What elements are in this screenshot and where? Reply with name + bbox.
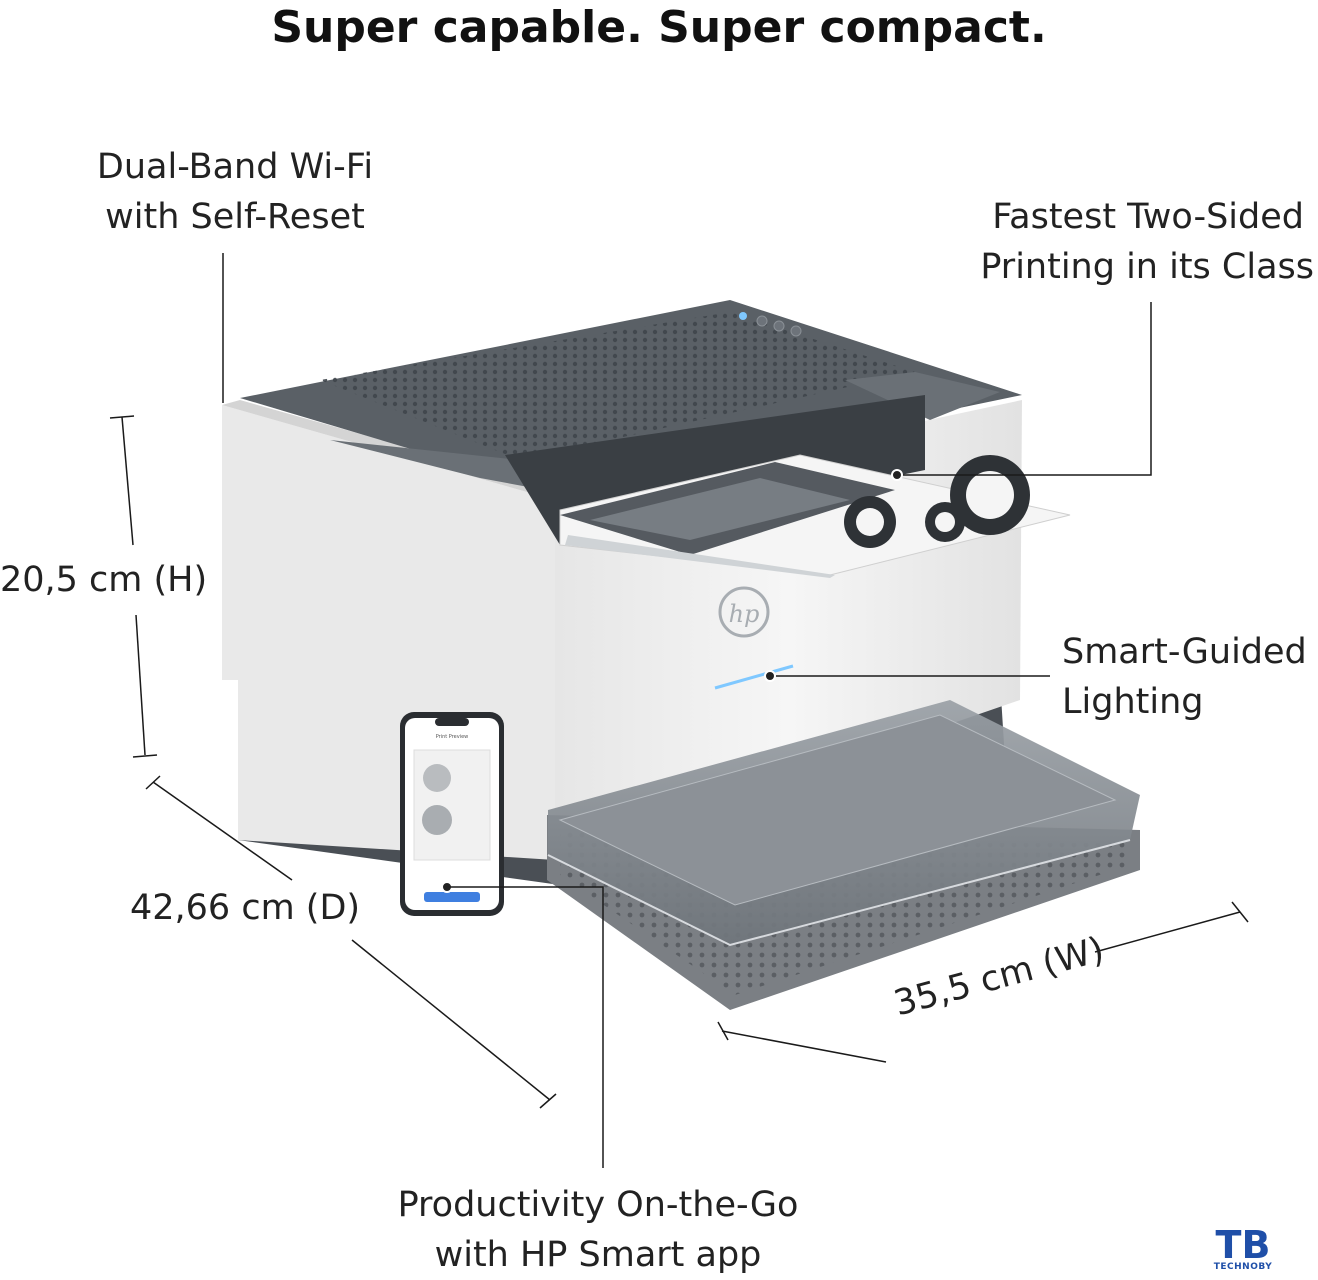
svg-text:TB: TB xyxy=(1216,1223,1271,1267)
svg-text:hp: hp xyxy=(729,600,760,628)
svg-text:Print Preview: Print Preview xyxy=(436,734,469,740)
callout-lighting-dot xyxy=(764,670,776,682)
hp-logo: hp xyxy=(718,586,770,638)
feature-duplex-line-1: Fastest Two-Sided xyxy=(992,197,1304,237)
depth-dimension-line xyxy=(145,775,557,1109)
dimension-height-label: 20,5 cm (H) xyxy=(0,560,208,600)
technoby-logo: TB xyxy=(1216,1223,1271,1267)
dimension-depth-label: 42,66 cm (D) xyxy=(130,888,361,928)
page-headline: Super capable. Super compact. xyxy=(271,2,1047,53)
smart-light-bar xyxy=(714,664,794,690)
width-dimension-line xyxy=(717,901,1249,1063)
feature-duplex-line-2: Printing in its Class xyxy=(980,247,1314,287)
height-dimension-line xyxy=(109,415,158,758)
feature-mobile-label: Productivity On-the-Go with HP Smart app xyxy=(397,1185,799,1275)
callout-mobile-line xyxy=(450,886,604,1168)
paper-tray xyxy=(547,700,1140,1010)
technoby-wordmark: TECHNOBY xyxy=(1213,1262,1273,1272)
smartphone: Print Preview xyxy=(400,712,504,916)
callout-duplex-line xyxy=(897,302,1152,476)
feature-wifi-label: Dual-Band Wi-Fi with Self-Reset xyxy=(96,147,374,237)
feature-duplex-label: Fastest Two-Sided Printing in its Class xyxy=(930,192,1314,292)
feature-lighting-label: Smart-Guided Lighting xyxy=(1062,632,1307,722)
printer-lid xyxy=(240,300,1022,492)
callout-duplex-dot xyxy=(891,469,903,481)
